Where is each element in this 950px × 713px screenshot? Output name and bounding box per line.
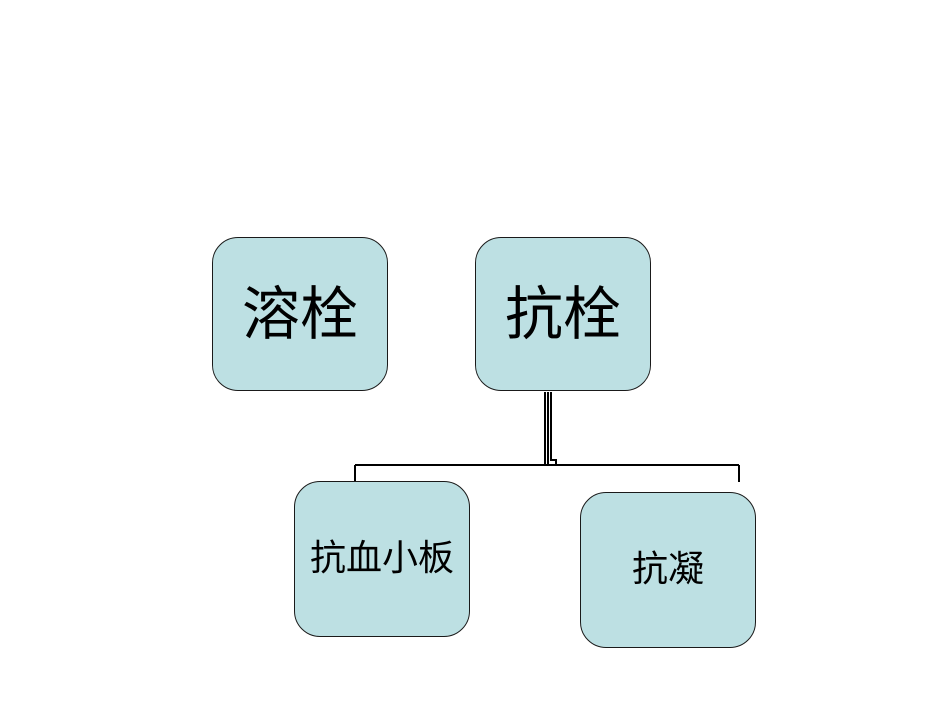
node-thrombolysis: 溶栓 [212, 237, 388, 391]
node-antiplatelet: 抗血小板 [294, 481, 470, 637]
node-anticoagulant: 抗凝 [580, 492, 756, 648]
node-label-thrombolysis: 溶栓 [241, 280, 358, 348]
node-label-antithrombotic: 抗栓 [504, 280, 621, 348]
node-label-antiplatelet: 抗血小板 [309, 538, 454, 579]
connector-stem-inner [550, 392, 557, 465]
node-label-anticoagulant: 抗凝 [631, 549, 704, 590]
node-antithrombotic: 抗栓 [475, 237, 651, 391]
